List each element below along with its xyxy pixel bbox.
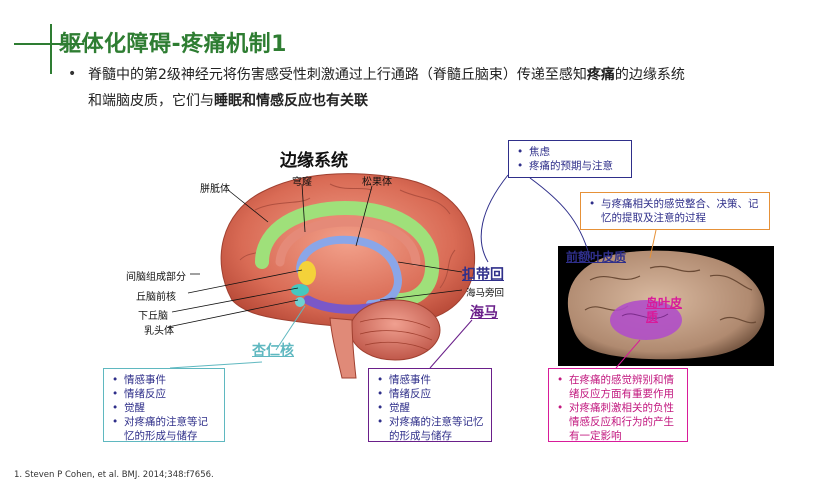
label-fornix: 穹窿 [292, 177, 312, 188]
hippocampus-item: 情绪反应 [375, 387, 485, 401]
hippocampus-box: 情感事件 情绪反应 觉醒 对疼痛的注意等记忆的形成与储存 [368, 368, 492, 442]
prefrontal-cortex-link[interactable]: 前额叶皮质 [566, 250, 627, 264]
pfc-connector [649, 229, 657, 259]
insula-box: 在疼痛的感觉辨别和情绪反应方面有重要作用 对疼痛刺激相关的负性情感反应和行为的产… [548, 368, 688, 442]
hippocampus-item: 觉醒 [375, 401, 485, 415]
label-leaders [167, 183, 463, 328]
hippocampus-item: 情感事件 [375, 373, 485, 387]
label-mammillary-body: 乳头体 [144, 326, 174, 337]
insula-item: 在疼痛的感觉辨别和情绪反应方面有重要作用 [555, 373, 681, 401]
insula-item: 对疼痛刺激相关的负性情感反应和行为的产生有一定影响 [555, 401, 681, 443]
label-diencephalon: 间脑组成部分 [126, 272, 186, 283]
amygdala-connector-upper [275, 305, 306, 351]
page-title: 躯体化障碍-疼痛机制1 [59, 32, 287, 57]
prefrontal-item: 与疼痛相关的感觉整合、决策、记忆的提取及注意的过程 [587, 197, 763, 225]
label-anterior-thalamic-nucleus: 丘脑前核 [136, 292, 176, 303]
limbic-system-heading: 边缘系统 [280, 151, 348, 171]
hippocampus-link[interactable]: 海马 [470, 305, 498, 321]
amygdala-item: 觉醒 [110, 401, 218, 415]
amygdala-item: 情感事件 [110, 373, 218, 387]
title-rule-horizontal [14, 43, 84, 45]
sagittal-brain [220, 173, 476, 379]
title-rule-vertical [50, 24, 52, 74]
bullet-text-line-1: 脊髓中的第2级神经元将伤害感受性刺激通过上行通路（脊髓丘脑束）传递至感知疼痛的边… [88, 64, 685, 84]
amygdala-connector-lower [169, 361, 263, 369]
anxiety-item: 焦虑 [515, 145, 625, 159]
amygdala-link[interactable]: 杏仁核 [252, 343, 294, 359]
lateral-brain [558, 246, 774, 366]
amygdala-item: 对疼痛的注意等记忆的形成与储存 [110, 415, 218, 443]
anxiety-to-pfc-connector [529, 177, 591, 259]
reference-footnote: 1. Steven P Cohen, et al. BMJ. 2014;348:… [14, 470, 214, 480]
label-corpus-callosum: 胼胝体 [200, 184, 230, 195]
bullet-line2-bold: 睡眠和情感反应也有关联 [214, 93, 368, 109]
hippocampus-item: 对疼痛的注意等记忆的形成与储存 [375, 415, 485, 443]
amygdala-item: 情绪反应 [110, 387, 218, 401]
amygdala-box: 情感事件 情绪反应 觉醒 对疼痛的注意等记忆的形成与储存 [103, 368, 225, 442]
insular-cortex-link[interactable]: 岛叶皮质 [646, 296, 683, 324]
anxiety-item: 疼痛的预期与注意 [515, 159, 625, 173]
bullet-marker: • [68, 66, 77, 82]
cingulate-gyrus-link[interactable]: 扣带回 [462, 267, 504, 283]
bullet-line1-post: 的边缘系统 [614, 67, 685, 83]
cingulate-connector [480, 174, 509, 263]
bullet-text-line-2: 和端脑皮质，它们与睡眠和情感反应也有关联 [88, 90, 368, 110]
hippocampus-connector [429, 319, 473, 369]
anxiety-box: 焦虑 疼痛的预期与注意 [508, 140, 632, 178]
label-pineal-body: 松果体 [362, 177, 392, 188]
bullet-line1-pre: 脊髓中的第2级神经元将伤害感受性刺激通过上行通路（脊髓丘脑束）传递至感知 [88, 67, 587, 83]
label-hypothalamus: 下丘脑 [138, 311, 168, 322]
insula-connector [615, 339, 641, 369]
label-parahippocampal-gyrus: 海马旁回 [466, 288, 505, 299]
bullet-line2-pre: 和端脑皮质，它们与 [88, 93, 214, 109]
prefrontal-box: 与疼痛相关的感觉整合、决策、记忆的提取及注意的过程 [580, 192, 770, 230]
bullet-line1-bold: 疼痛 [586, 67, 615, 83]
